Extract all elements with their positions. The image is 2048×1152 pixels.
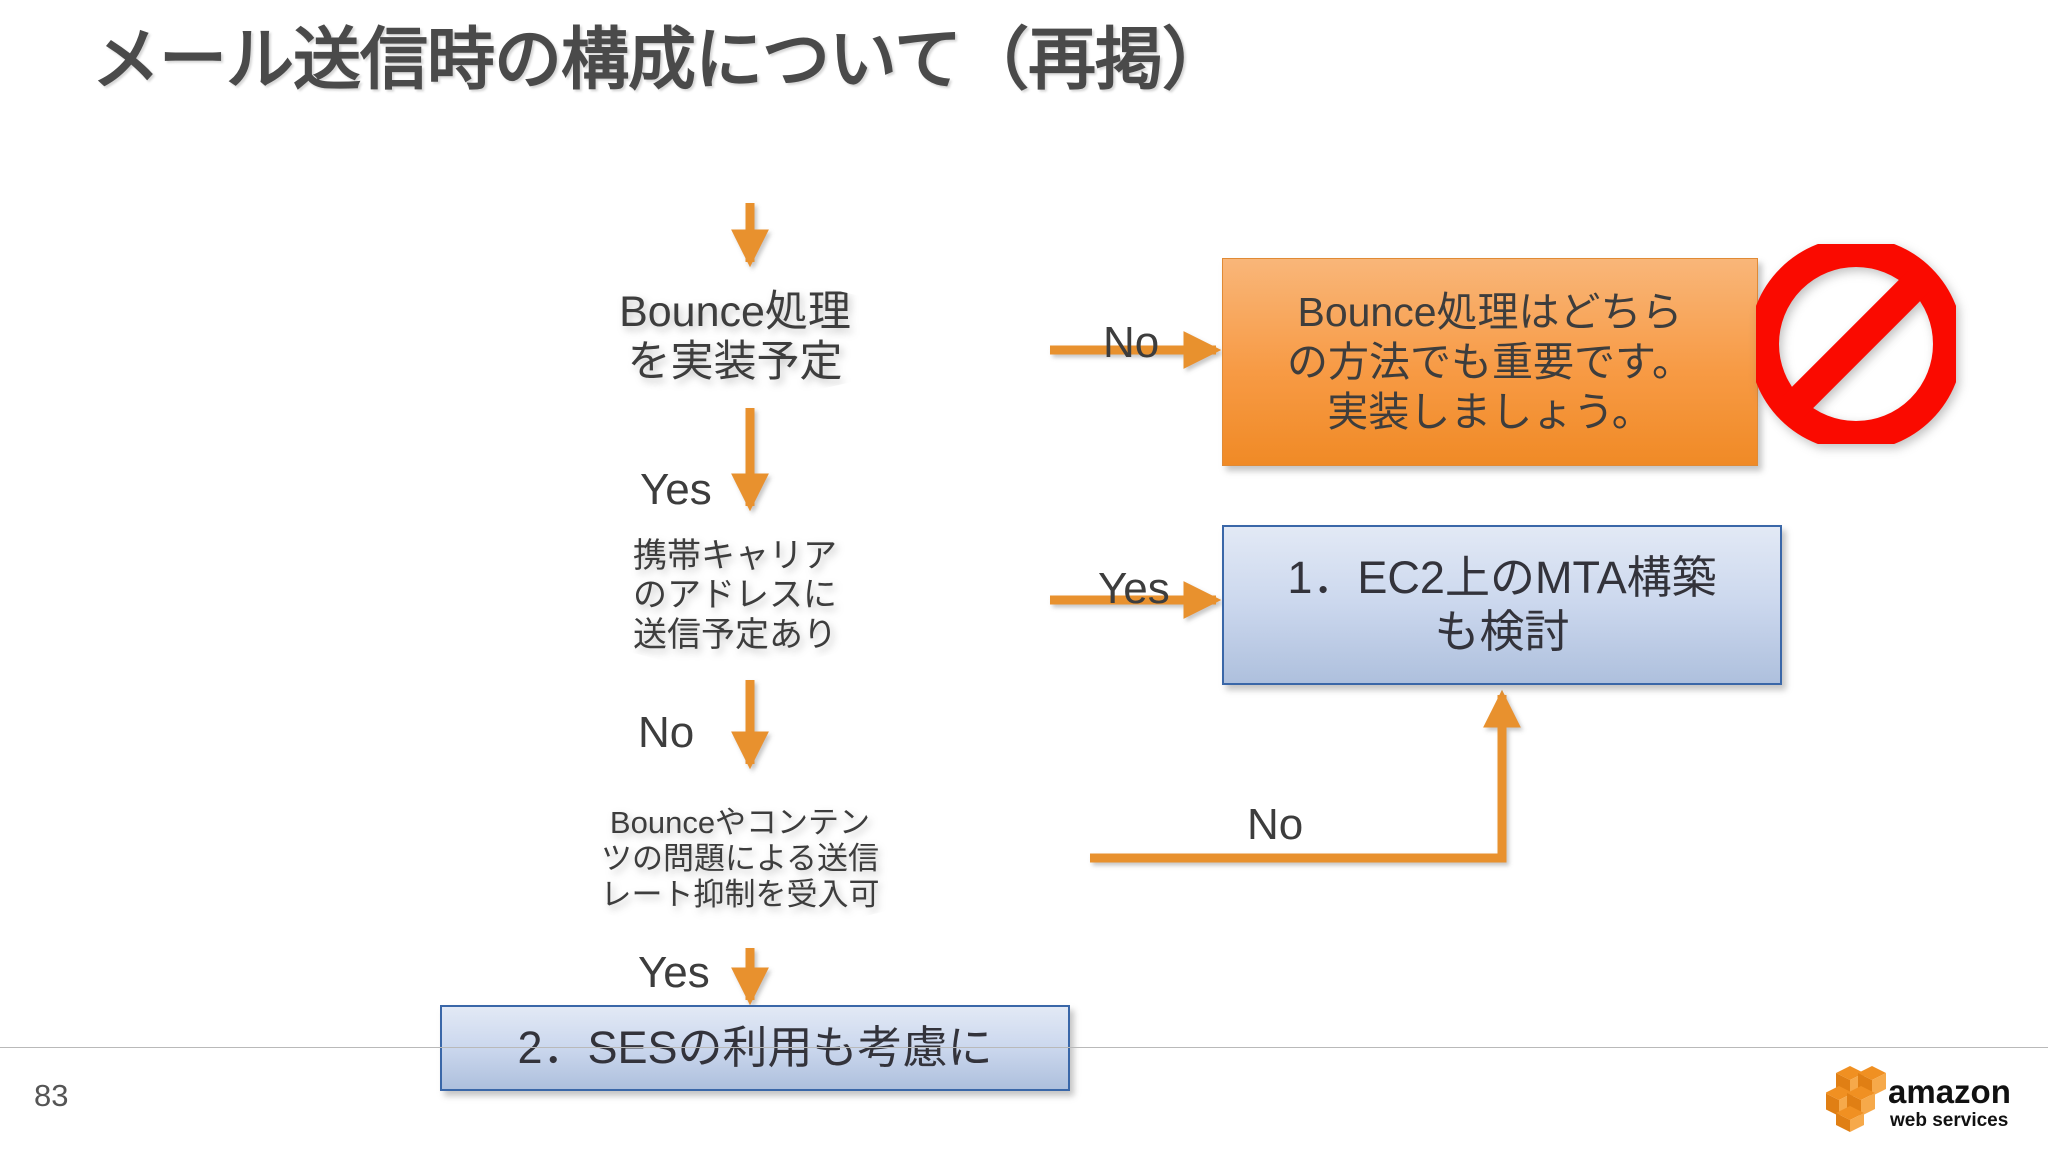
- outcome-ec2-mta[interactable]: 1．EC2上のMTA構築 も検討: [1222, 525, 1782, 685]
- decision-carrier-address[interactable]: 携帯キャリア のアドレスに 送信予定あり: [420, 512, 1050, 680]
- page-number: 83: [34, 1078, 69, 1113]
- decision-rate-throttle[interactable]: Bounceやコンテン ツの問題による送信 レート抑制を受入可: [390, 770, 1090, 948]
- callout-bounce-warning[interactable]: Bounce処理はどちら の方法でも重要です。 実装しましょう。: [1222, 258, 1758, 466]
- outcome-ec2-mta-label: 1．EC2上のMTA構築 も検討: [1287, 552, 1717, 657]
- decision-bounce-handling-label: Bounce処理 を実装予定: [619, 288, 851, 386]
- prohibition-sign-icon: [1749, 237, 1963, 451]
- amazon-web-services-logo-icon: amazon web services: [1825, 1066, 2011, 1132]
- edge-label-yes-2: Yes: [1098, 564, 1170, 613]
- decision-rate-throttle-label: Bounceやコンテン ツの問題による送信 レート抑制を受入可: [600, 805, 880, 912]
- outcome-ses-label: 2．SESの利用も考慮に: [517, 1022, 993, 1073]
- edge-label-no-2: No: [638, 708, 695, 757]
- edge-label-yes-1: Yes: [640, 465, 712, 514]
- aws-logo-secondary-text: web services: [1889, 1110, 2008, 1131]
- edge-label-no-3: No: [1247, 800, 1304, 849]
- decision-carrier-address-label: 携帯キャリア のアドレスに 送信予定あり: [633, 536, 837, 654]
- edge-label-yes-3: Yes: [638, 948, 710, 997]
- outcome-ses[interactable]: 2．SESの利用も考慮に: [440, 1005, 1070, 1091]
- footer-divider: [0, 1047, 2048, 1048]
- aws-logo-primary-text: amazon: [1888, 1073, 2011, 1110]
- edge-label-no-1: No: [1103, 318, 1160, 367]
- decision-bounce-handling[interactable]: Bounce処理 を実装予定: [420, 268, 1050, 408]
- page-title: メール送信時の構成について（再掲）: [92, 22, 1230, 98]
- aws-logo: amazon web services: [1825, 1058, 2016, 1132]
- callout-bounce-warning-label: Bounce処理はどちら の方法でも重要です。 実装しましょう。: [1287, 288, 1693, 435]
